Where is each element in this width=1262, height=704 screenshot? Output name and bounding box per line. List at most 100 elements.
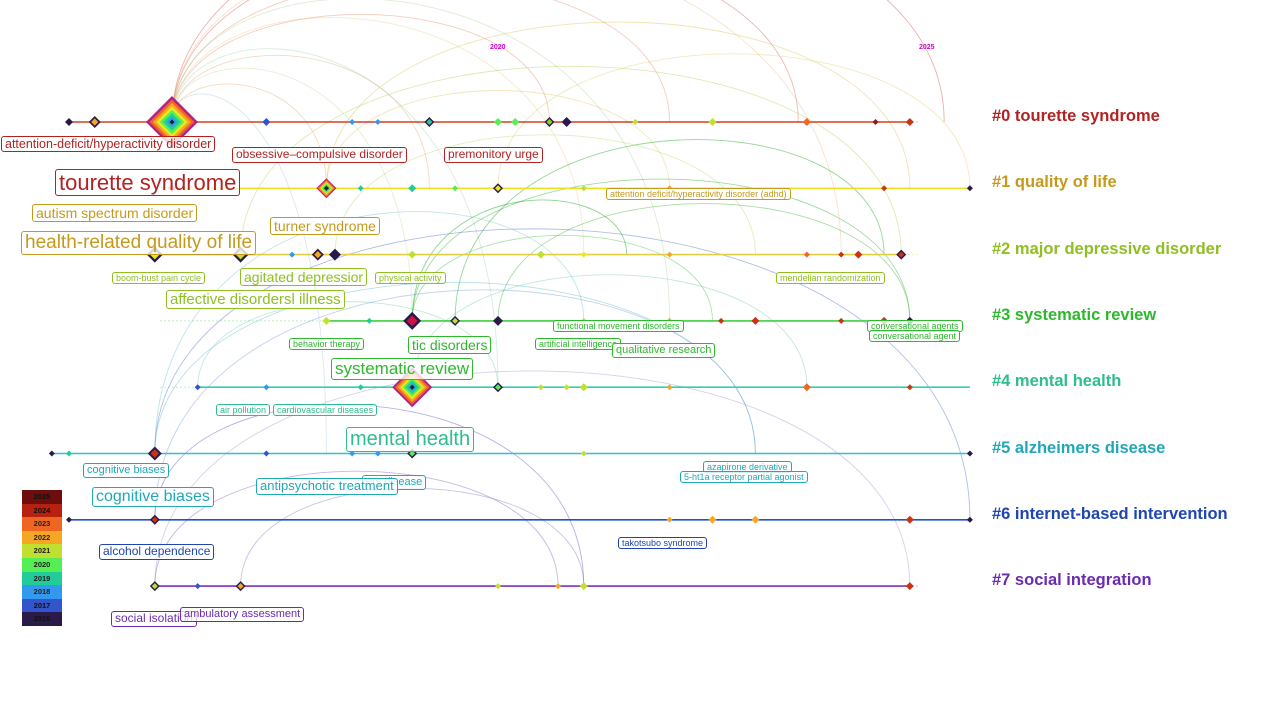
keyword-node[interactable] [905, 582, 914, 591]
keyword-label[interactable]: antipsychotic treatment [256, 478, 398, 495]
keyword-label[interactable]: obsessive–compulsive disorder [232, 147, 407, 163]
keyword-node[interactable] [194, 583, 201, 590]
keyword-node[interactable] [580, 450, 587, 457]
keyword-node[interactable] [357, 185, 364, 192]
keyword-node[interactable] [147, 446, 162, 461]
keyword-node[interactable] [194, 384, 201, 391]
keyword-node[interactable] [408, 250, 417, 259]
keyword-node[interactable] [511, 118, 520, 126]
keyword-label[interactable]: cardiovascular diseases [273, 404, 378, 417]
keyword-node[interactable] [896, 249, 907, 260]
keyword-node[interactable] [803, 251, 810, 258]
keyword-node[interactable] [289, 251, 296, 258]
keyword-node[interactable] [580, 251, 587, 258]
keyword-node[interactable] [561, 117, 572, 127]
keyword-node[interactable] [563, 384, 570, 391]
keyword-node[interactable] [906, 384, 913, 391]
cluster-title-2[interactable]: #2 major depressive disorder [992, 240, 1222, 258]
keyword-node[interactable] [349, 450, 356, 457]
keyword-node[interactable] [536, 250, 545, 259]
keyword-label[interactable]: autism spectrum disorder [32, 204, 198, 223]
keyword-node[interactable] [65, 118, 73, 126]
keyword-label[interactable]: air pollution [216, 404, 271, 417]
keyword-node[interactable] [374, 450, 381, 457]
keyword-node[interactable] [872, 119, 879, 125]
keyword-node[interactable] [537, 384, 544, 391]
keyword-label[interactable]: qualitative research [612, 343, 716, 358]
keyword-node[interactable] [718, 317, 725, 324]
keyword-label[interactable]: functional movement disorders [553, 320, 684, 333]
keyword-node[interactable] [493, 315, 503, 326]
keyword-label[interactable]: takotsubo syndrome [618, 537, 708, 550]
keyword-label[interactable]: conversational agent [869, 330, 961, 343]
keyword-node[interactable] [580, 185, 587, 192]
keyword-node[interactable] [145, 96, 198, 148]
keyword-node[interactable] [555, 583, 562, 590]
keyword-node[interactable] [424, 117, 435, 127]
keyword-node[interactable] [632, 119, 639, 125]
keyword-node[interactable] [802, 383, 811, 392]
keyword-label[interactable]: cognitive biases [83, 463, 170, 478]
keyword-label[interactable]: mental health [346, 427, 475, 452]
keyword-node[interactable] [374, 119, 381, 125]
keyword-node[interactable] [322, 316, 331, 325]
keyword-node[interactable] [149, 514, 160, 525]
keyword-label[interactable]: behavior therapy [289, 338, 365, 351]
keyword-label[interactable]: artificial intelligence [535, 338, 622, 351]
keyword-node[interactable] [357, 384, 364, 391]
keyword-label[interactable]: turner syndrome [270, 217, 380, 236]
keyword-node[interactable] [905, 515, 914, 524]
keyword-node[interactable] [494, 118, 502, 126]
keyword-label[interactable]: health-related quality of life [21, 231, 257, 255]
keyword-node[interactable] [493, 382, 503, 393]
keyword-node[interactable] [349, 119, 356, 125]
keyword-node[interactable] [666, 251, 673, 258]
keyword-node[interactable] [666, 516, 673, 523]
keyword-node[interactable] [316, 178, 337, 199]
keyword-label[interactable]: boom-bust pain cycle [112, 272, 206, 285]
keyword-node[interactable] [262, 118, 271, 126]
keyword-label[interactable]: affective disordersl illness [166, 290, 345, 310]
keyword-label[interactable]: social isolation [111, 611, 198, 627]
keyword-label[interactable]: agitated depressior [240, 268, 368, 287]
keyword-node[interactable] [366, 317, 373, 324]
keyword-node[interactable] [235, 581, 246, 592]
keyword-node[interactable] [751, 515, 760, 524]
keyword-label[interactable]: 5-ht1a receptor partial agonist [680, 471, 808, 484]
keyword-label[interactable]: tourette syndrome [55, 169, 241, 197]
keyword-node[interactable] [544, 117, 555, 127]
keyword-node[interactable] [311, 248, 324, 261]
keyword-node[interactable] [88, 116, 101, 128]
keyword-label[interactable]: attention-deficit/hyperactivity disorder [1, 136, 216, 153]
keyword-label[interactable]: cognitive biases [92, 487, 214, 508]
keyword-node[interactable] [392, 367, 433, 408]
keyword-label[interactable]: tic disorders [408, 336, 492, 355]
keyword-node[interactable] [802, 118, 811, 126]
keyword-node[interactable] [328, 248, 341, 261]
keyword-node[interactable] [666, 384, 673, 391]
keyword-label[interactable]: attention deficit/hyperactivity disorder… [606, 188, 791, 201]
keyword-node[interactable] [905, 118, 914, 126]
keyword-node[interactable] [452, 185, 459, 192]
keyword-node[interactable] [881, 185, 888, 192]
cluster-title-0[interactable]: #0 tourette syndrome [992, 107, 1160, 125]
cluster-title-4[interactable]: #4 mental health [992, 372, 1122, 390]
keyword-label[interactable]: systematic review [331, 358, 474, 380]
keyword-label[interactable]: alcohol dependence [99, 544, 215, 560]
keyword-node[interactable] [450, 315, 461, 326]
keyword-node[interactable] [966, 516, 973, 523]
keyword-node[interactable] [579, 582, 588, 591]
keyword-node[interactable] [66, 450, 72, 457]
cluster-title-6[interactable]: #6 internet-based intervention [992, 505, 1228, 523]
keyword-label[interactable]: ambulatory assessment [180, 607, 305, 622]
keyword-node[interactable] [708, 118, 717, 126]
keyword-label[interactable]: physical activity [375, 272, 446, 285]
keyword-node[interactable] [708, 515, 717, 524]
keyword-node[interactable] [966, 450, 973, 457]
keyword-node[interactable] [751, 316, 760, 325]
keyword-label[interactable]: mendelian randomization [776, 272, 885, 285]
cluster-title-1[interactable]: #1 quality of life [992, 173, 1117, 191]
keyword-node[interactable] [48, 450, 55, 457]
keyword-node[interactable] [403, 311, 422, 330]
cluster-title-7[interactable]: #7 social integration [992, 571, 1152, 589]
